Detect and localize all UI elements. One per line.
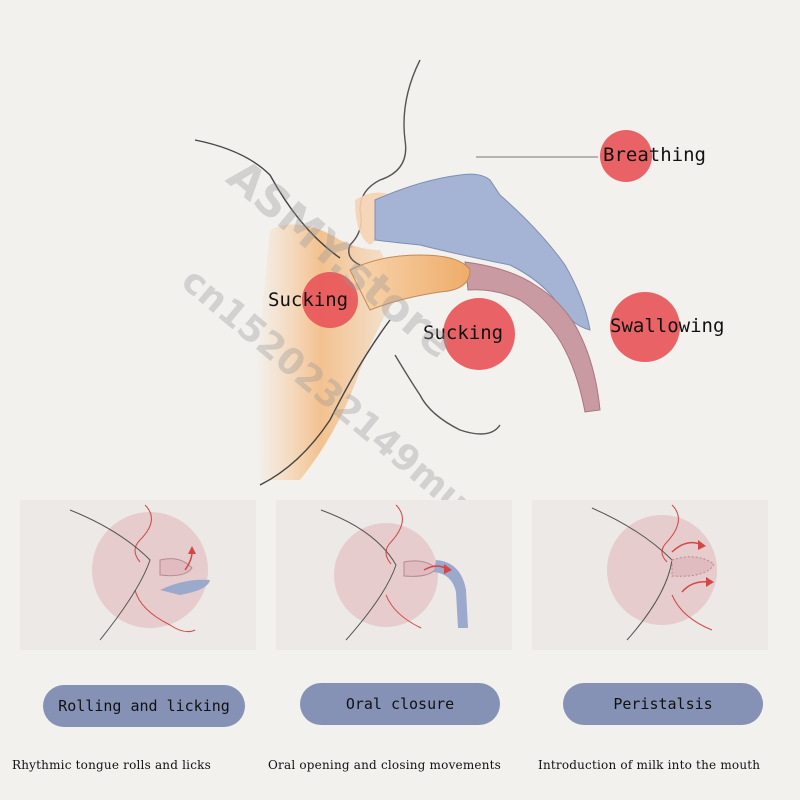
stage-title-rolling: Rolling and licking [43, 685, 245, 727]
palate-blue [374, 173, 591, 331]
arrow-head-icon [698, 540, 706, 550]
chin-outline [134, 589, 196, 633]
sucking-center-label: Sucking [423, 322, 504, 344]
rolling-illustration [69, 504, 210, 641]
throat-tube [434, 560, 468, 628]
arrow-head-icon [706, 577, 714, 587]
face-outline [661, 504, 679, 563]
stage-title-closure: Oral closure [300, 683, 500, 725]
stage-caption-closure: Oral opening and closing movements [268, 758, 502, 772]
body-outline [69, 509, 151, 641]
sucking-center-hotspot [443, 298, 515, 370]
swallowing-hotspot [610, 292, 680, 362]
stage-panel-rolling [20, 500, 256, 650]
face-outline [134, 504, 152, 563]
sucking-left-hotspot [302, 272, 358, 328]
breathing-label: Breathing [603, 144, 706, 166]
baby-chin-outline [394, 354, 501, 435]
chin-outline [385, 594, 422, 629]
stage-caption-peristalsis: Introduction of milk into the mouth [538, 758, 761, 772]
nipple-shape [349, 254, 471, 311]
breast-lower-outline [259, 319, 391, 486]
body-outline [320, 509, 397, 641]
breast-circle [92, 512, 208, 628]
stage-panel-closure [276, 500, 512, 650]
peristalsis-illustration [591, 504, 717, 641]
arrow-head-icon [188, 546, 196, 554]
swallowing-label: Swallowing [610, 315, 725, 337]
main-anatomy-illustration [194, 59, 601, 486]
breast-circle [334, 523, 438, 627]
sucking-left-label: Sucking [268, 289, 349, 311]
stage-caption-rolling: Rhythmic tongue rolls and licks [12, 758, 211, 772]
tongue [160, 579, 210, 595]
breathing-hotspot [600, 130, 652, 182]
arrow-head-icon [444, 564, 452, 574]
nipple [159, 558, 193, 577]
chin-outline [671, 594, 713, 631]
stage-panel-peristalsis [532, 500, 768, 650]
face-outline [385, 504, 403, 565]
nipple [671, 556, 715, 577]
throat-pink [464, 261, 601, 413]
closure-illustration [320, 504, 468, 641]
stage-title-peristalsis: Peristalsis [563, 683, 763, 725]
breast-outline [194, 139, 341, 259]
baby-face-outline [348, 59, 421, 266]
